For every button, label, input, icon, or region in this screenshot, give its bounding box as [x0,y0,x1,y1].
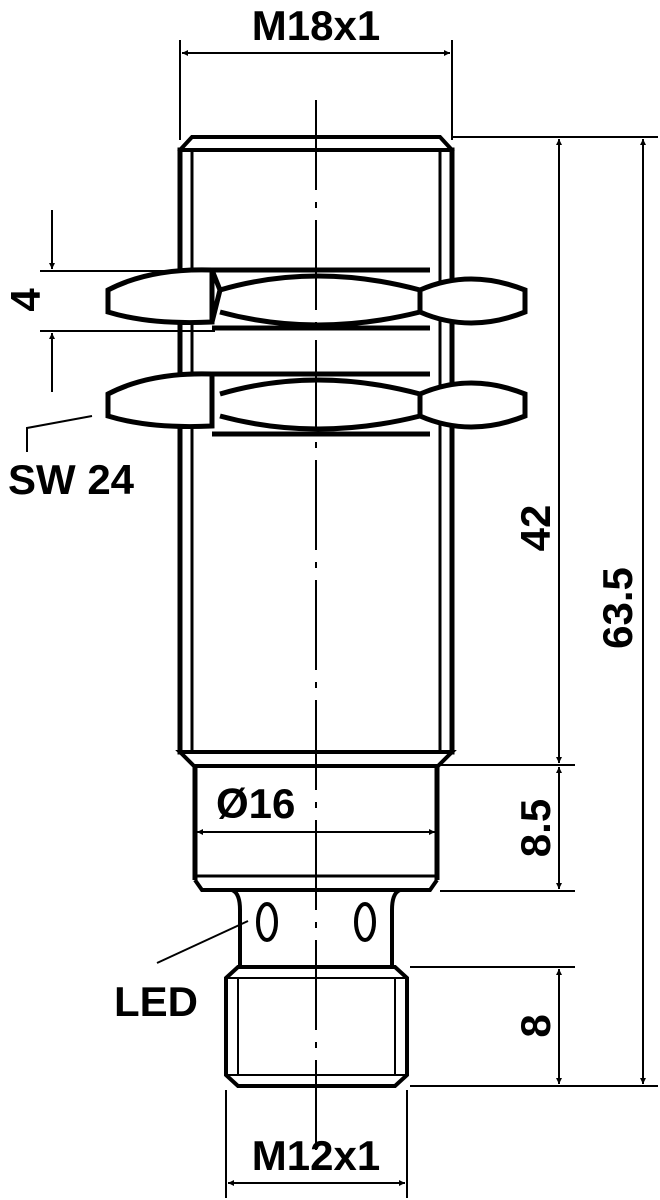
hex-nut-upper [105,267,528,331]
connector-thread [224,965,409,1088]
thread-main-label: M18x1 [252,2,380,49]
collar [192,766,440,892]
collar-diameter-label: Ø16 [216,780,295,827]
wrench-size-leader [26,415,93,452]
threaded-body [175,135,457,768]
led-indicator-right [354,902,376,942]
led-label: LED [114,978,198,1025]
led-leader [156,920,249,964]
dimension-vertical-set [410,136,658,1087]
nut-thickness-label: 4 [2,288,49,312]
collar-length-label: 8.5 [512,799,559,857]
dimension-nut-thickness [40,210,215,392]
dimension-thread-main [179,40,453,140]
dimension-thread-connector [225,1090,408,1198]
total-length-label: 63.5 [594,567,641,649]
neck [231,888,401,965]
wrench-size-label: SW 24 [8,456,135,503]
connector-length-label: 8 [512,1014,559,1037]
hex-nut-lower [105,371,528,437]
led-indicator-left [256,902,278,942]
thread-connector-label: M12x1 [252,1132,380,1179]
threaded-length-label: 42 [512,505,559,552]
